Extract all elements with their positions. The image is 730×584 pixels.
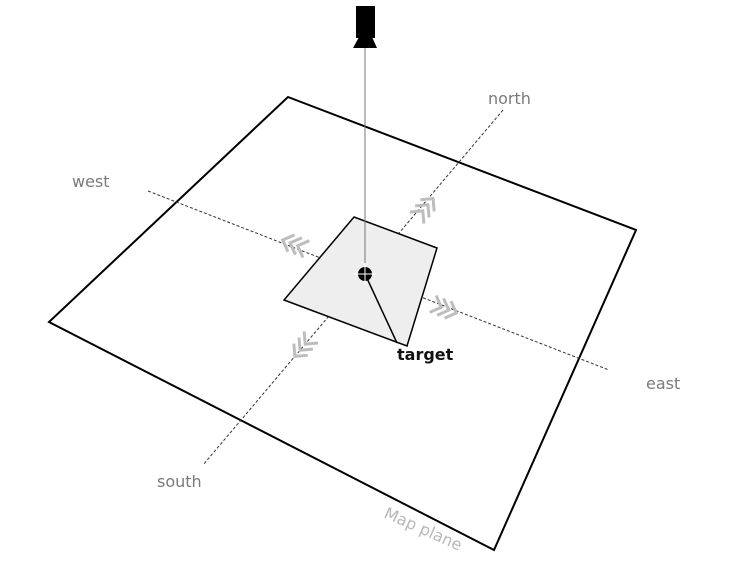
label-west: west (72, 172, 110, 191)
label-north: north (488, 89, 531, 108)
pan-north-arrows (409, 196, 436, 224)
target-area (282, 216, 438, 347)
label-south: south (157, 472, 202, 491)
target-pointer-line (364, 273, 398, 344)
pan-west-arrows (280, 233, 310, 259)
pan-south-arrows (292, 331, 319, 359)
pan-east-arrows (429, 294, 459, 320)
target-dot-icon (354, 263, 376, 285)
label-east: east (646, 374, 680, 393)
label-target: target (397, 345, 454, 364)
map-plane (47, 95, 638, 552)
camera-icon (353, 6, 377, 48)
